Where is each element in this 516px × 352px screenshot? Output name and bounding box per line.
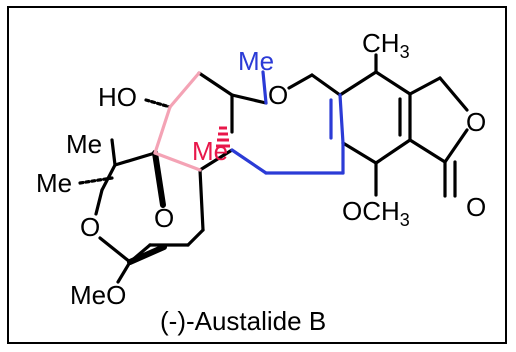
compound-name: (-)-Austalide B bbox=[160, 306, 326, 336]
atom-o-lactone-ring: O bbox=[466, 107, 486, 137]
atom-ch3-top-main: CH bbox=[362, 28, 400, 58]
atom-o-ketal: O bbox=[80, 212, 100, 242]
atom-me-left-bottom: Me bbox=[36, 168, 72, 198]
atom-ch3-top-sub: 3 bbox=[400, 42, 410, 62]
bond bbox=[408, 138, 447, 164]
bond bbox=[338, 70, 378, 97]
bond bbox=[374, 70, 412, 96]
atom-och3-main: OCH bbox=[342, 196, 400, 226]
atom-och3-sub: 3 bbox=[400, 210, 410, 230]
atom-me-red: Me bbox=[192, 136, 228, 166]
bond bbox=[438, 76, 469, 112]
highlight-bonds-blue bbox=[230, 70, 345, 175]
bond bbox=[261, 70, 268, 105]
bonds bbox=[78, 53, 469, 284]
bond bbox=[98, 236, 132, 264]
bond bbox=[110, 138, 117, 167]
bond bbox=[230, 148, 268, 175]
atom-och3: OCH3 bbox=[342, 196, 410, 230]
bond bbox=[287, 73, 314, 90]
bond bbox=[341, 141, 378, 165]
bond bbox=[338, 93, 345, 145]
atom-meo: MeO bbox=[70, 280, 126, 310]
bond bbox=[197, 71, 234, 97]
atom-o-pyran: O bbox=[268, 80, 288, 110]
atom-ch3-top: CH3 bbox=[362, 28, 410, 62]
bond bbox=[152, 150, 166, 208]
bond bbox=[78, 176, 114, 185]
atom-me-top: Me bbox=[238, 46, 274, 76]
bond bbox=[94, 188, 104, 216]
bond bbox=[443, 128, 469, 164]
bond bbox=[153, 151, 202, 172]
atom-me-left-top: Me bbox=[66, 129, 102, 159]
atom-o-bridge: O bbox=[154, 203, 174, 233]
bond bbox=[116, 260, 132, 284]
bond bbox=[153, 105, 172, 155]
bond bbox=[168, 71, 201, 109]
atom-o-lactone-carbonyl: O bbox=[466, 192, 486, 222]
atom-ho: HO bbox=[98, 82, 137, 112]
figure-border bbox=[7, 6, 507, 344]
bond bbox=[113, 151, 157, 167]
bond bbox=[198, 168, 205, 232]
bond bbox=[230, 93, 268, 105]
bond bbox=[186, 228, 205, 247]
bond bbox=[144, 98, 172, 109]
bond bbox=[408, 76, 442, 96]
bond bbox=[310, 73, 342, 97]
highlight-bonds-red bbox=[153, 71, 202, 172]
red-methyl-hash bbox=[216, 126, 230, 148]
bond bbox=[198, 148, 234, 172]
bond bbox=[127, 244, 167, 265]
bond bbox=[374, 138, 412, 165]
